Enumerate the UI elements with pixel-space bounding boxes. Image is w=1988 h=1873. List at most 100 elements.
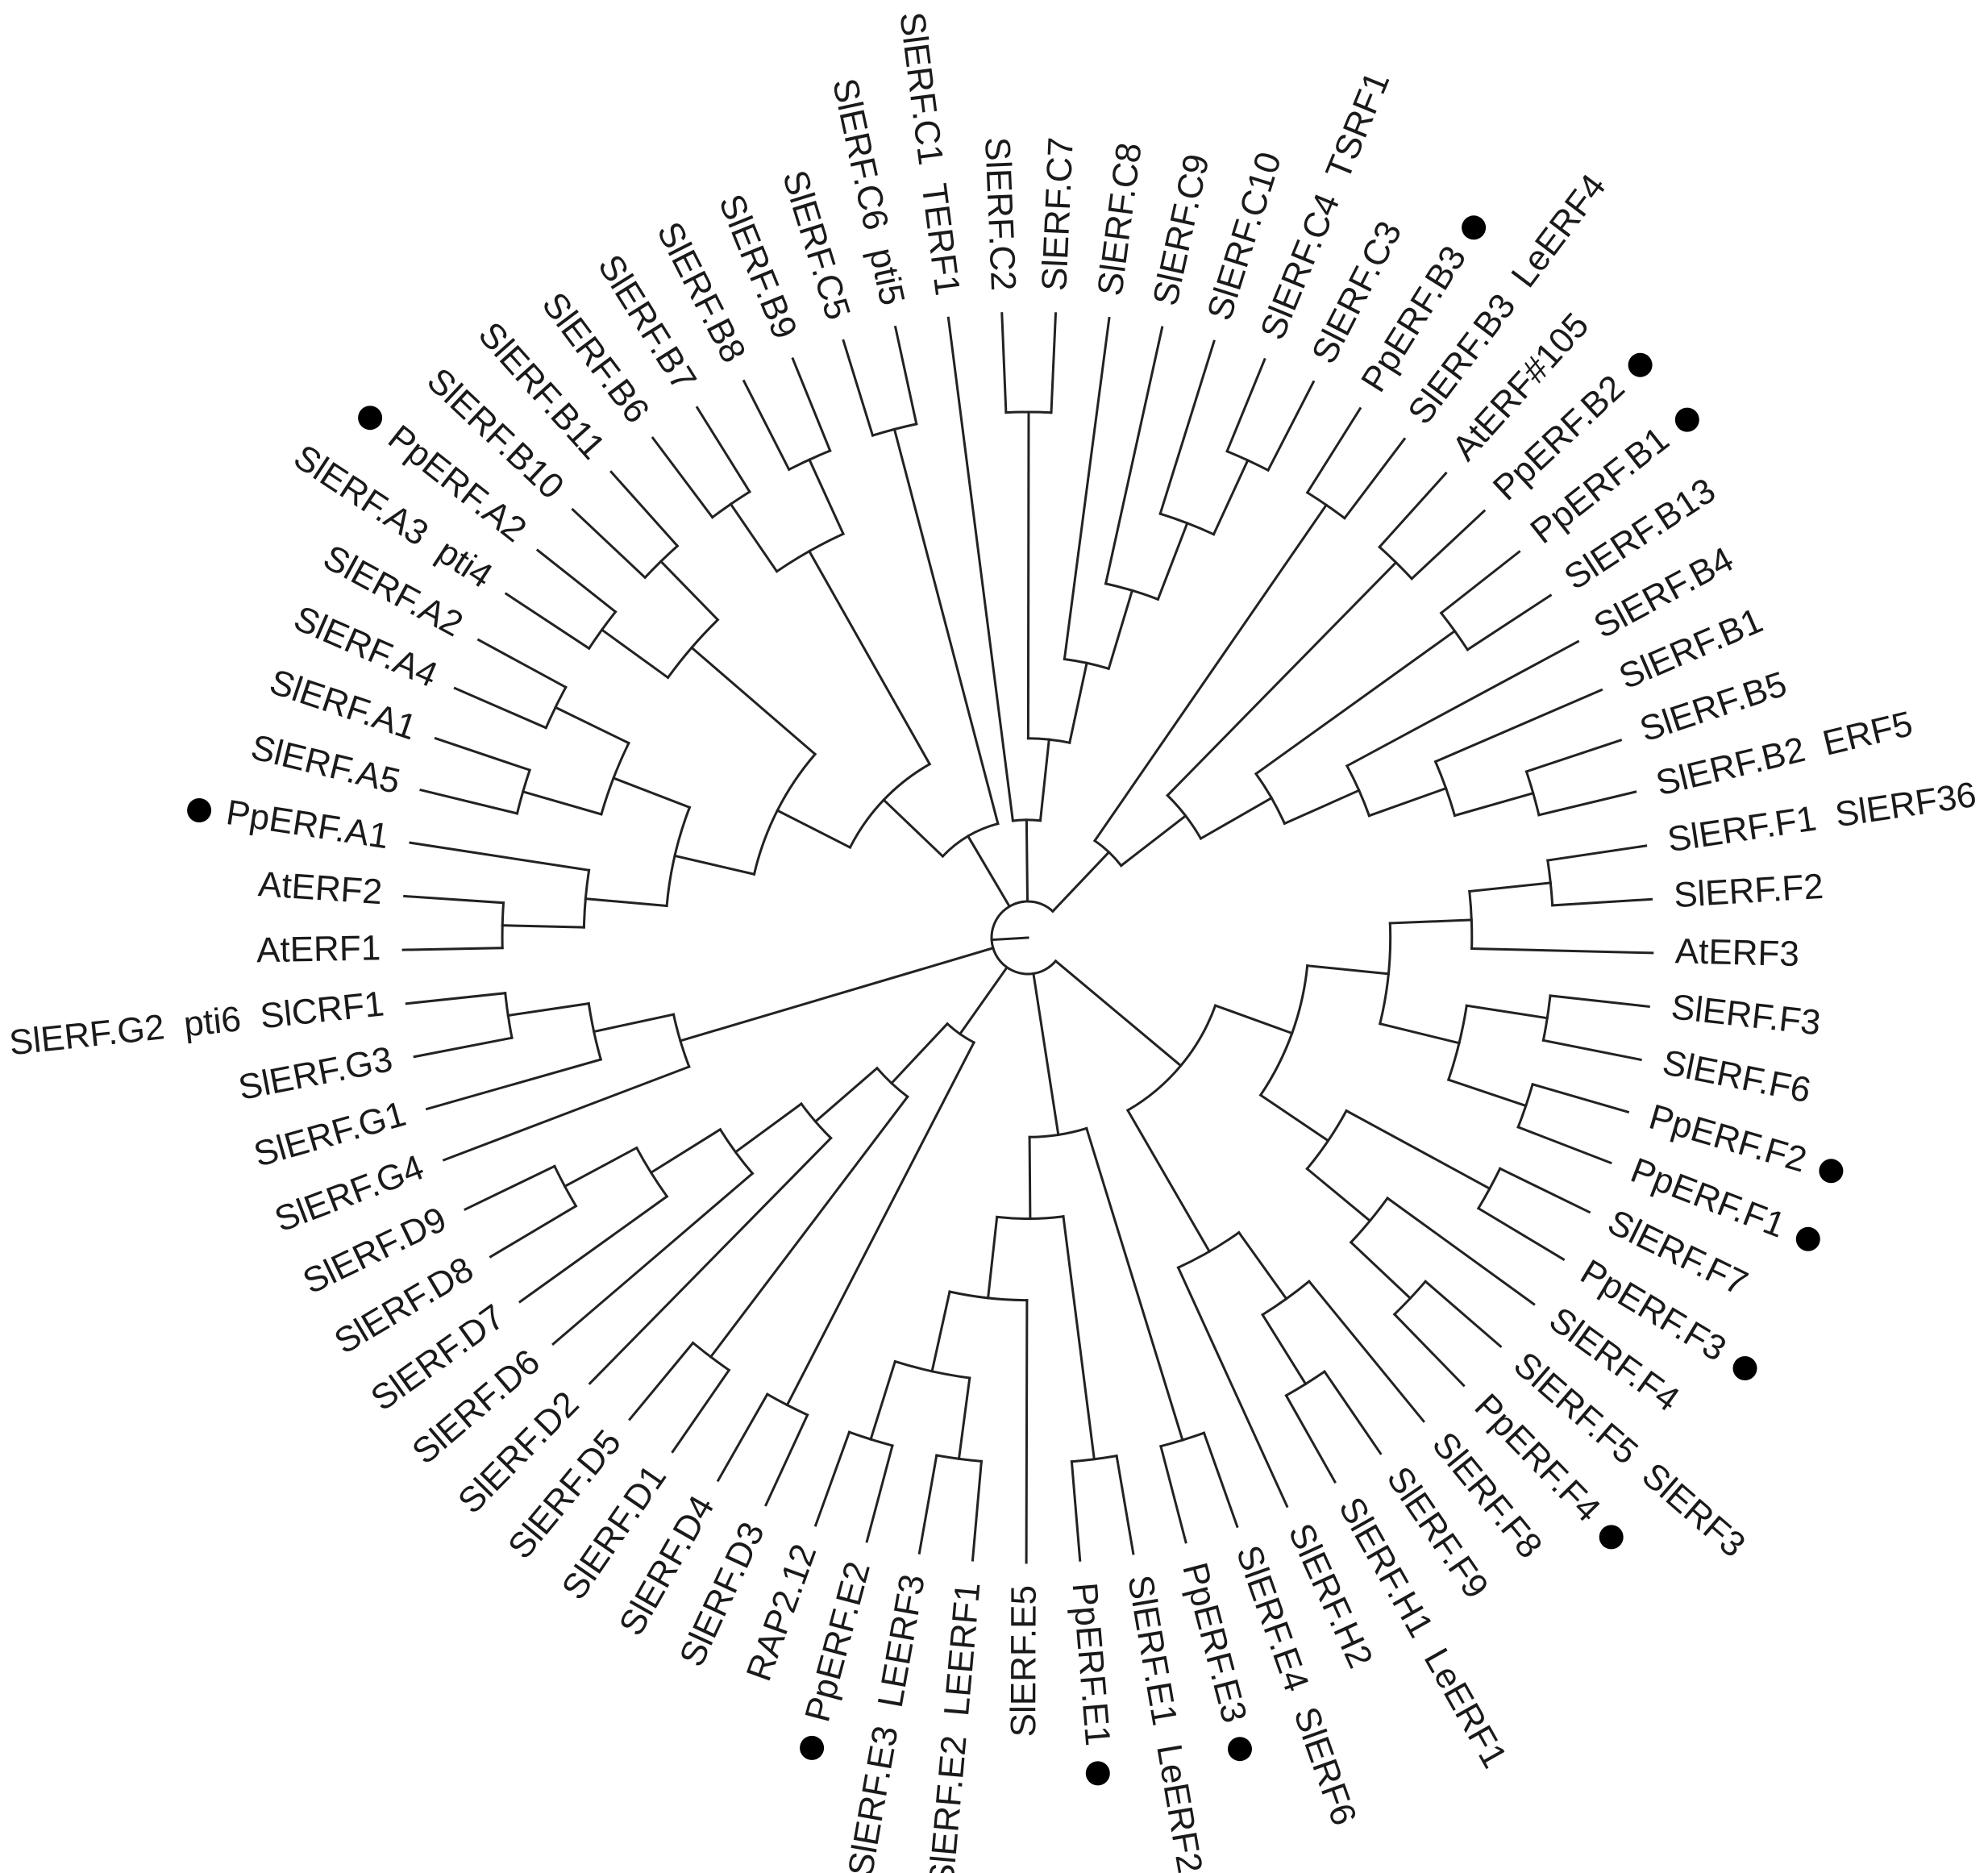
branch-arc bbox=[799, 1101, 833, 1140]
leaf-label: SlERF.C2 bbox=[977, 136, 1023, 292]
branch-segment bbox=[1237, 1230, 1288, 1301]
branch-arc bbox=[948, 1290, 1029, 1302]
branch-segment bbox=[930, 1290, 951, 1373]
tree-branches bbox=[401, 312, 1654, 1564]
branch-arc bbox=[893, 1359, 971, 1380]
branch-segment bbox=[1026, 410, 1030, 740]
leaf-label: SlERF.F2 bbox=[1673, 867, 1824, 915]
branch-arc bbox=[1092, 839, 1123, 868]
filled-circle-marker-icon bbox=[1674, 407, 1699, 432]
branch-segment bbox=[842, 339, 875, 437]
branch-segment bbox=[1158, 339, 1216, 516]
branch-segment bbox=[1386, 1196, 1536, 1306]
branch-segment bbox=[1465, 1004, 1549, 1020]
branch-arc bbox=[752, 752, 817, 876]
branch-arc bbox=[1158, 512, 1216, 536]
leaf-label: SlERF.C8 bbox=[1090, 140, 1149, 298]
filled-circle-marker-icon bbox=[1819, 1159, 1844, 1184]
branch-arc bbox=[666, 618, 720, 680]
branch-segment bbox=[1258, 1093, 1330, 1143]
branch-segment bbox=[1476, 1206, 1566, 1261]
branch-segment bbox=[1388, 918, 1473, 925]
branch-segment bbox=[1516, 1125, 1612, 1165]
branch-segment bbox=[869, 1359, 897, 1441]
leaf-label: AtERF1 bbox=[256, 928, 381, 970]
branch-segment bbox=[1213, 1004, 1294, 1035]
branch-segment bbox=[464, 1164, 556, 1211]
branch-segment bbox=[1345, 639, 1580, 768]
branch-segment bbox=[1054, 959, 1183, 1068]
branch-segment bbox=[1378, 1022, 1461, 1045]
branch-segment bbox=[917, 1454, 938, 1555]
branch-segment bbox=[1546, 844, 1648, 862]
branch-arc bbox=[1011, 818, 1042, 822]
branch-segment bbox=[442, 1065, 691, 1162]
branch-arc bbox=[1225, 449, 1271, 472]
leaf-label: SlERF.F6 bbox=[1659, 1043, 1814, 1110]
branch-arc bbox=[1284, 1370, 1327, 1397]
filled-circle-marker-icon bbox=[1085, 1761, 1110, 1786]
branch-segment bbox=[785, 1040, 976, 1407]
branch-segment bbox=[1166, 560, 1398, 797]
branch-segment bbox=[413, 1036, 514, 1059]
branch-segment bbox=[957, 1376, 971, 1460]
leaf-label: AtERF3 bbox=[1674, 931, 1799, 974]
branch-segment bbox=[649, 1127, 722, 1175]
branch-segment bbox=[1468, 881, 1553, 893]
branch-segment bbox=[1068, 661, 1088, 744]
branch-segment bbox=[865, 1444, 894, 1543]
branch-arc bbox=[587, 610, 618, 651]
branch-arc bbox=[775, 532, 845, 573]
branch-arc bbox=[1261, 1280, 1312, 1317]
branch-segment bbox=[673, 854, 756, 876]
branch-segment bbox=[1266, 380, 1316, 472]
branch-segment bbox=[476, 638, 568, 689]
branch-segment bbox=[405, 992, 507, 1005]
branch-segment bbox=[689, 646, 817, 756]
filled-circle-marker-icon bbox=[800, 1735, 825, 1760]
leaf-label: AtERF2 bbox=[257, 864, 384, 912]
branch-segment bbox=[695, 406, 751, 493]
filled-circle-marker-icon bbox=[1462, 215, 1487, 240]
branch-segment bbox=[584, 897, 668, 908]
branch-segment bbox=[401, 947, 504, 951]
filled-circle-marker-icon bbox=[1732, 1356, 1757, 1380]
branch-arc bbox=[1104, 582, 1160, 601]
branch-segment bbox=[1439, 550, 1521, 615]
branch-arc bbox=[552, 1164, 578, 1208]
branch-arc bbox=[1439, 611, 1470, 651]
branch-segment bbox=[1202, 1431, 1239, 1529]
branch-arc bbox=[996, 1215, 1065, 1220]
branch-segment bbox=[600, 628, 670, 680]
branch-segment bbox=[419, 788, 519, 815]
branch-segment bbox=[489, 1204, 578, 1259]
branch-segment bbox=[671, 1368, 731, 1454]
branch-segment bbox=[1306, 964, 1391, 976]
branch-arc bbox=[1476, 1167, 1502, 1210]
branch-segment bbox=[1038, 738, 1050, 822]
branch-segment bbox=[453, 686, 548, 730]
branch-arc bbox=[600, 741, 630, 816]
branch-segment bbox=[504, 592, 591, 651]
leaf-label: SlERF.E2 LEERF1 bbox=[921, 1580, 988, 1873]
leaf-markers bbox=[187, 215, 1844, 1786]
branch-arc bbox=[1166, 793, 1203, 841]
branch-segment bbox=[551, 1172, 755, 1346]
branch-segment bbox=[1305, 406, 1362, 494]
branch-arc bbox=[1159, 1431, 1206, 1448]
filled-circle-marker-icon bbox=[358, 406, 383, 431]
branch-segment bbox=[1176, 1266, 1289, 1509]
branch-segment bbox=[1342, 437, 1407, 520]
branch-segment bbox=[1424, 1280, 1503, 1348]
branch-segment bbox=[776, 809, 852, 850]
branch-segment bbox=[1000, 312, 1008, 414]
branch-segment bbox=[1551, 897, 1653, 907]
branch-segment bbox=[1063, 316, 1111, 661]
branch-segment bbox=[1032, 972, 1060, 1137]
branch-arc bbox=[672, 1013, 691, 1068]
branch-segment bbox=[1466, 593, 1553, 651]
branch-segment bbox=[1070, 1460, 1082, 1562]
branch-segment bbox=[971, 1459, 984, 1562]
branch-segment bbox=[716, 1392, 769, 1483]
branch-segment bbox=[1199, 796, 1274, 841]
